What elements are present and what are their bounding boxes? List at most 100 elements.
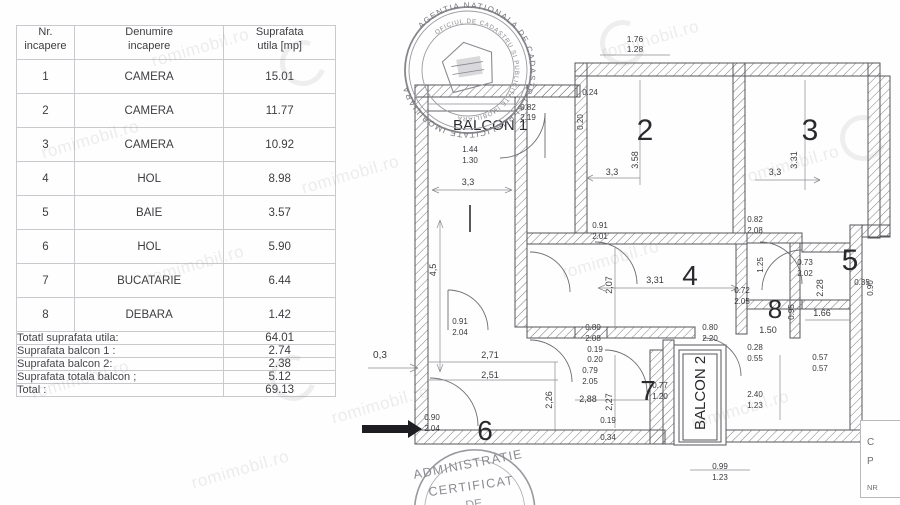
cell-room-number: 1 <box>16 59 75 94</box>
col-header-area-line1: Suprafata <box>255 26 304 38</box>
watermark-text: romimobil.ro <box>189 446 292 493</box>
dimension-text-r4-width: 3,31 <box>646 275 664 285</box>
room-label-2: 2 <box>637 114 654 147</box>
cell-room-area: 11.77 <box>223 93 336 128</box>
dimension-text-r6-door-h: 2.04 <box>424 424 440 433</box>
dimension-text-r5-h: 2.28 <box>815 279 825 297</box>
room-label-6: 6 <box>477 415 493 446</box>
cell-room-area: 15.01 <box>223 59 336 94</box>
cell-room-number: 6 <box>16 229 75 264</box>
dimension-text-r7-height: 2,27 <box>604 393 614 411</box>
cell-room-name: CAMERA <box>73 127 225 162</box>
legend-box: C P NR <box>860 420 900 498</box>
dimension-text-top-balcony-w: 1.76 <box>627 34 644 44</box>
col-header-room-number-line2: incapere <box>24 39 67 52</box>
dimension-text-r1-door-h: 2.04 <box>452 328 468 337</box>
cell-room-area: 5.90 <box>223 229 336 264</box>
dimension-text-r5-door-w: 0.73 <box>797 258 813 267</box>
dimension-text-bal2-w2: 1.23 <box>712 473 728 482</box>
room-label-7: 7 <box>640 375 656 406</box>
room-number-labels: 1 2 3 4 5 6 7 8 <box>477 114 858 446</box>
dimension-text-bal2-s2: 0.55 <box>747 354 763 363</box>
col-header-room-name-line1: Denumire <box>125 26 173 38</box>
door-swings <box>429 112 803 427</box>
cell-room-number: 3 <box>16 127 75 162</box>
col-header-area-line2: utila [mp] <box>257 39 302 52</box>
cell-room-number: 4 <box>16 161 75 196</box>
balcony-1-shape <box>427 96 516 112</box>
dimension-text-r2-height: 3.58 <box>630 151 640 169</box>
col-header-room-name: Denumire incapere <box>73 25 225 60</box>
table-summary-row: Suprafata balcon 2:2.38 <box>15 357 336 371</box>
room-area-table: Nr. incapere Denumire incapere Suprafata… <box>15 25 336 397</box>
summary-label: Suprafata balcon 1 : <box>15 344 225 358</box>
floor-plan-drawing: 1 2 3 4 5 6 7 8 BALCON 1 BALCON 2 1.761.… <box>350 0 900 505</box>
dimension-text-r7-width: 2,88 <box>579 394 597 404</box>
dimension-text-bal2-s3: 0.57 <box>812 353 828 362</box>
cell-room-name: BAIE <box>73 195 225 230</box>
room-label-8: 8 <box>768 294 782 324</box>
room-area-table-container: Nr. incapere Denumire incapere Suprafata… <box>15 25 336 397</box>
dimension-text-r8-w: 1.50 <box>759 325 777 335</box>
cell-room-area: 1.42 <box>223 297 336 332</box>
dimension-text-r3-door-w: 0.82 <box>747 215 763 224</box>
dimension-text-r4-door-h: 2.08 <box>585 334 601 343</box>
dimension-text-r8-door-h: 2.05 <box>734 297 750 306</box>
balcony-1-label: BALCON 1 <box>453 117 527 134</box>
summary-value: 5.12 <box>223 370 336 384</box>
dimension-text-top-balcony-w2: 1.28 <box>627 44 644 54</box>
dimension-lines <box>368 54 850 471</box>
dimension-text-r8-h: 0.95 <box>787 304 796 320</box>
dimension-text-r2-width: 3,3 <box>606 167 619 177</box>
summary-value: 2.74 <box>223 344 336 358</box>
summary-value: 64.01 <box>223 331 336 345</box>
dimension-text-bal1-door-h: 2.19 <box>520 113 536 122</box>
table-header: Nr. incapere Denumire incapere Suprafata… <box>16 25 336 60</box>
wall-outline <box>414 62 891 446</box>
cell-room-area: 6.44 <box>223 263 336 298</box>
summary-label: Suprafata totala balcon ; <box>15 370 225 384</box>
cell-room-number: 7 <box>16 263 75 298</box>
dimension-text-r2-door-h: 2.01 <box>592 232 608 241</box>
table-summary-row: Total :69.13 <box>15 383 336 397</box>
legend-line-2: P <box>867 456 874 467</box>
dimension-text-n19b: 0.20 <box>587 355 603 364</box>
col-header-room-name-line2: incapere <box>128 39 171 52</box>
cell-room-number: 2 <box>16 93 75 128</box>
table-summary-row: Suprafata balcon 1 :2.74 <box>15 344 336 358</box>
room-label-4: 4 <box>682 260 698 291</box>
dimension-text-n19a: 0.19 <box>587 345 603 354</box>
summary-label: Total : <box>15 383 225 397</box>
dimension-text-r6-door-w: 0.90 <box>424 413 440 422</box>
north-arrow-markers <box>362 420 422 438</box>
dimension-text-left-off: 0,3 <box>373 350 387 361</box>
dimension-text-hall-seg: 1.25 <box>756 257 765 273</box>
table-summary-row: Totatl suprafata utila:64.01 <box>15 331 336 345</box>
legend-line-3: NR <box>867 483 878 492</box>
dimension-text-r3-width: 3,3 <box>769 167 782 177</box>
cell-room-name: CAMERA <box>73 93 225 128</box>
cell-room-area: 10.92 <box>223 127 336 162</box>
dimension-text-group: 1.761.280.240.203,33.583,33.313,34,50.82… <box>373 34 875 482</box>
dimension-text-r5-door-h: 2.02 <box>797 269 813 278</box>
room-label-3: 3 <box>802 114 819 147</box>
dimension-text-bal2-w: 0.99 <box>712 462 728 471</box>
dimension-text-n34: 0.34 <box>600 433 616 442</box>
dimension-text-r5-w: 0.35 <box>854 278 870 287</box>
table-header-row: Nr. incapere Denumire incapere Suprafata… <box>16 25 336 60</box>
dimension-text-r1-door-w: 0.91 <box>452 317 468 326</box>
dimension-text-r6-top: 2,71 <box>481 350 499 360</box>
dimension-text-bal2-h2: 1.23 <box>747 401 763 410</box>
dimension-text-bal2-s1: 0.28 <box>747 343 763 352</box>
dimension-text-r6-door2-w: 0.79 <box>582 366 598 375</box>
cell-room-number: 8 <box>16 297 75 332</box>
cell-room-area: 3.57 <box>223 195 336 230</box>
dimension-text-bal1-door-w: 0.82 <box>520 103 536 112</box>
